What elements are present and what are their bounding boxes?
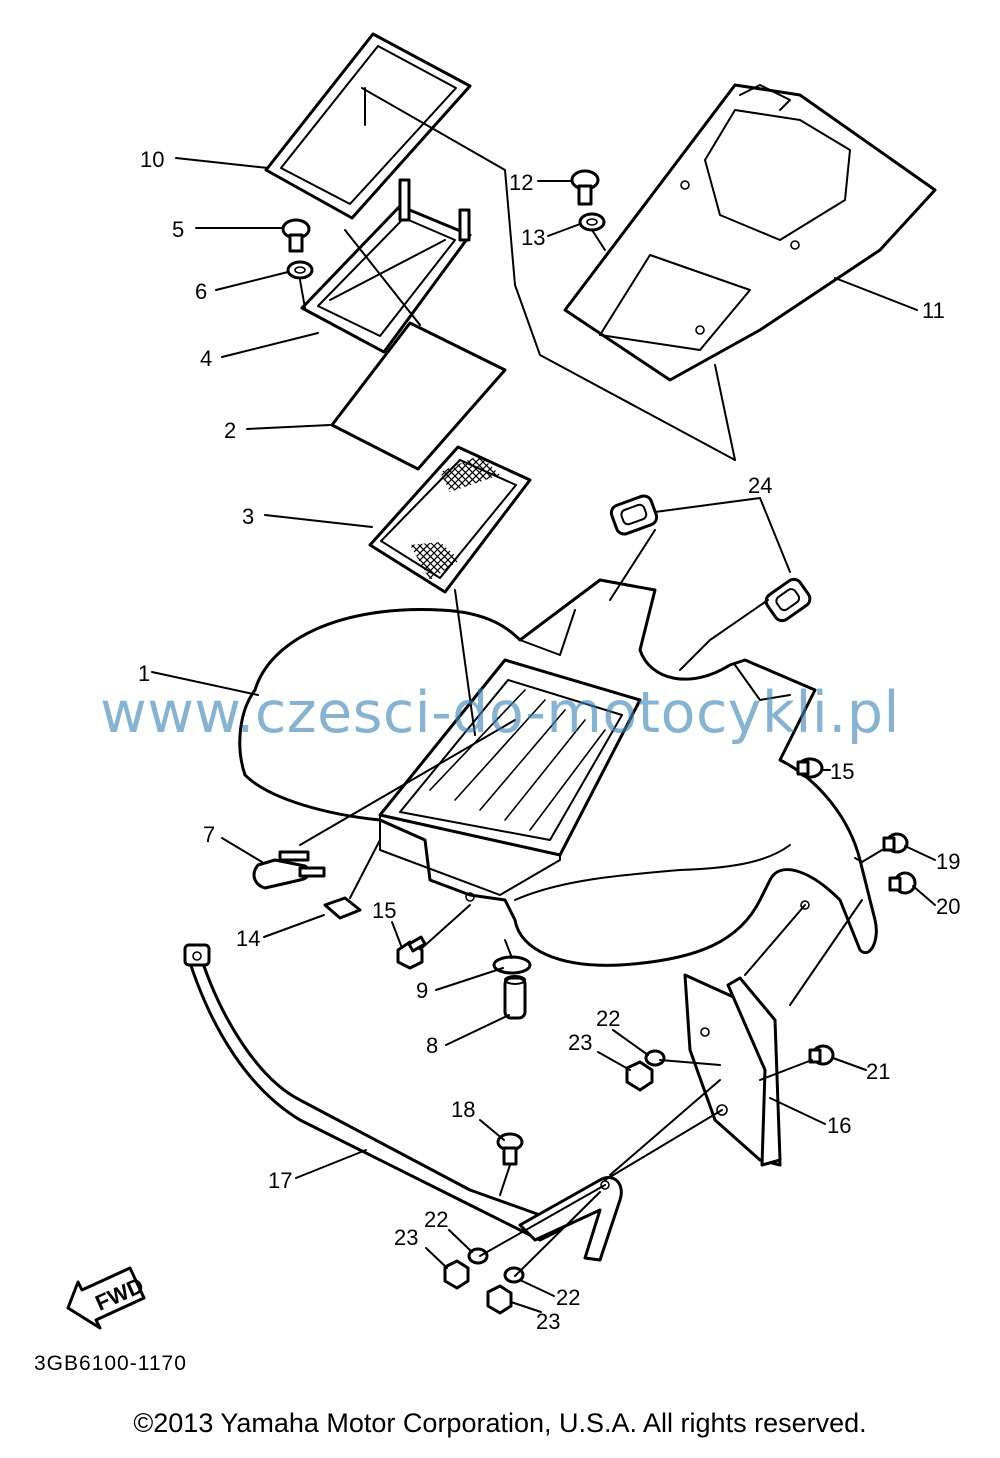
bolt-15a-part [796,757,824,779]
screw-12-part [570,169,600,206]
label-part-7: 7 [203,822,215,847]
guard-bar-part [183,943,623,1262]
label-part-16: 16 [827,1113,851,1138]
screw-5-part [281,218,311,253]
label-part-9: 9 [416,978,428,1003]
label-part-12: 12 [509,170,533,195]
relation-lines [299,87,883,1277]
label-part-20: 20 [936,894,960,919]
label-part-21: 21 [866,1059,890,1084]
label-part-19: 19 [936,849,960,874]
label-part-13: 13 [521,225,545,250]
label-part-11: 11 [922,298,945,323]
label-part-23-left: 23 [394,1225,418,1250]
label-part-22-right: 22 [596,1006,620,1031]
label-part-2: 2 [224,418,236,443]
mesh-gasket-part [368,445,532,594]
bolt-20-part [888,871,917,895]
washer-22b-part [467,1247,489,1265]
label-part-23-right: 23 [568,1030,592,1055]
label-part-22-left: 22 [424,1207,448,1232]
label-part-1: 1 [138,661,150,686]
bolt-21-part [808,1044,835,1066]
label-part-24: 24 [748,473,772,498]
label-part-5: 5 [172,217,184,242]
filter-element-part [330,321,507,471]
cover-gasket-part [264,32,472,220]
bolt-15b-part [396,935,427,970]
grommet-24b-part [764,577,812,623]
label-part-6: 6 [195,279,207,304]
element-holder-part [300,178,472,354]
label-part-15-upper: 15 [830,759,854,784]
label-part-17: 17 [268,1168,292,1193]
leader-lines [151,157,936,1313]
nut-23a-part [625,1060,654,1092]
label-part-22-bottom: 22 [556,1285,580,1310]
rear-cover-part [563,83,937,382]
bolt-19-part [882,832,909,854]
label-part-15-lower: 15 [372,898,396,923]
label-part-18: 18 [451,1097,475,1122]
forward-arrow-icon: FWD [66,1266,147,1330]
label-part-23-bottom: 23 [536,1309,560,1334]
grommet-24a-part [609,494,659,536]
label-part-4: 4 [200,346,212,371]
label-part-14: 14 [236,926,260,951]
washer-22a-part [644,1049,666,1067]
label-part-3: 3 [242,504,254,529]
washer-6-part [286,260,314,280]
nut-23c-part [486,1284,513,1315]
copyright-notice: ©2013 Yamaha Motor Corporation, U.S.A. A… [133,1408,867,1438]
nut-23b-part [443,1259,470,1290]
part-labels: 10 5 6 4 2 3 1 7 14 15 9 8 12 13 11 24 1… [138,147,960,1334]
label-part-8: 8 [426,1033,438,1058]
bolt-18-part [496,1132,524,1166]
label-part-10: 10 [140,147,164,172]
mud-flap-part [683,973,782,1167]
clip-7-part [252,850,326,890]
washer-13-part [578,212,606,232]
damper-14-part [323,896,362,920]
pipe-8-part [503,975,527,1020]
clamp-9-part [492,955,532,975]
diagram-code: 3GB6100-1170 [34,1352,187,1375]
rear-fender-part [238,578,878,967]
